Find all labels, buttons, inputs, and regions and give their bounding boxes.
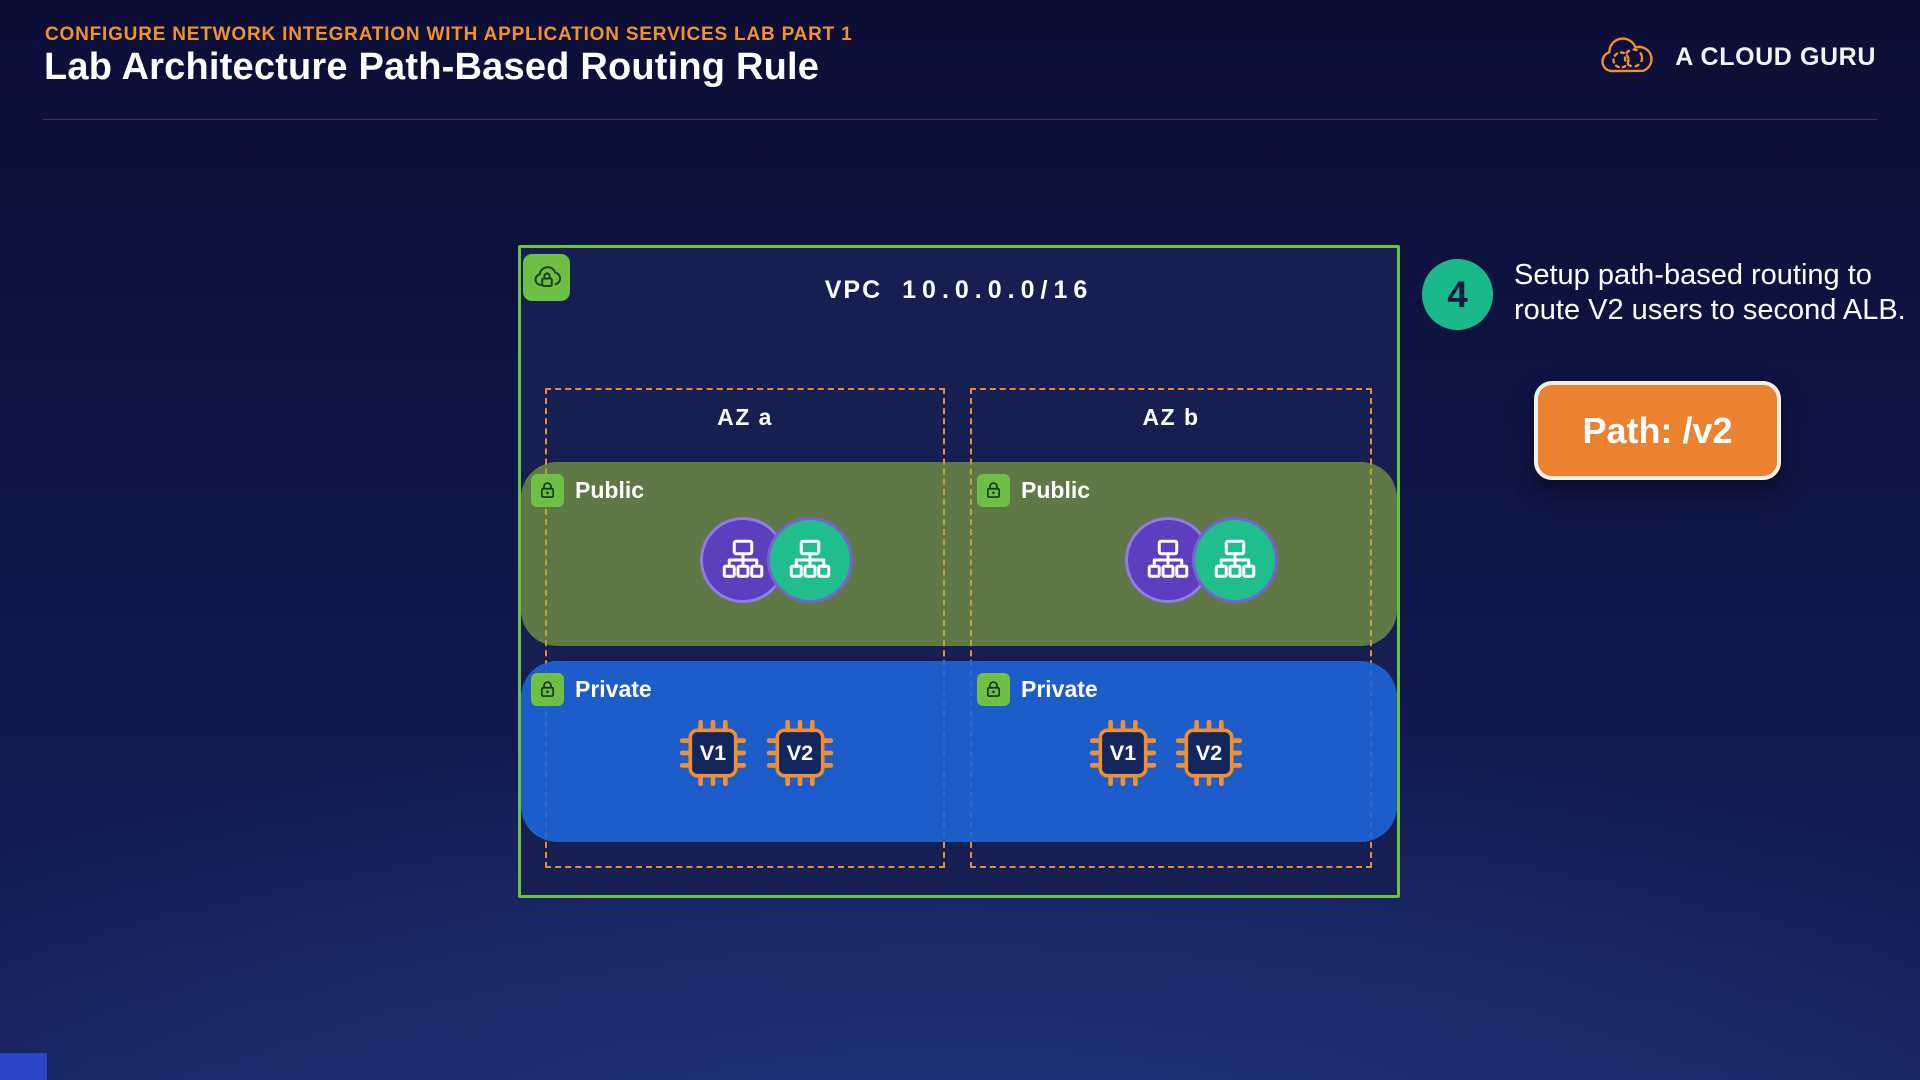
vpc-box: VPC 10.0.0.0/16 AZ a AZ b Public — [518, 245, 1400, 898]
cloud-icon — [1601, 37, 1653, 73]
public-subnet-band: Public Public — [521, 462, 1397, 646]
alb-pair-az-a — [700, 517, 853, 603]
instance-chip: V2 — [767, 720, 833, 786]
public-subnet-tag-az-a: Public — [531, 474, 644, 507]
vpc-cloud-lock-icon — [523, 254, 570, 301]
step-badge: 4 — [1422, 259, 1493, 330]
instance-chip: V1 — [1090, 720, 1156, 786]
subnet-label: Public — [1021, 477, 1091, 503]
chip-label: V2 — [1196, 740, 1222, 765]
vpc-title: VPC 10.0.0.0/16 — [521, 276, 1397, 305]
brand-name: A CLOUD GURU — [1675, 42, 1876, 71]
lab-kicker: CONFIGURE NETWORK INTEGRATION WITH APPLI… — [45, 24, 853, 45]
lock-icon — [977, 673, 1010, 706]
lock-icon — [977, 474, 1010, 507]
bottom-left-accent — [0, 1053, 47, 1080]
az-b-label: AZ b — [1142, 404, 1200, 430]
lock-icon — [531, 474, 564, 507]
chip-label: V2 — [787, 740, 813, 765]
chip-label: V1 — [1110, 740, 1136, 765]
instance-chip: V2 — [1176, 720, 1242, 786]
private-subnet-tag-az-a: Private — [531, 673, 652, 706]
instance-chip: V1 — [680, 720, 746, 786]
load-balancer-icon — [767, 517, 853, 603]
private-subnet-band: Private Private V1 — [521, 661, 1397, 842]
vpc-cidr: 10.0.0.0/16 — [902, 276, 1094, 304]
az-a-label: AZ a — [717, 404, 773, 430]
step-number: 4 — [1447, 273, 1468, 315]
header-divider — [43, 119, 1877, 120]
chip-label: V1 — [700, 740, 726, 765]
subnet-label: Public — [575, 477, 645, 503]
vpc-label: VPC — [824, 276, 883, 304]
private-subnet-tag-az-b: Private — [977, 673, 1098, 706]
brand: A CLOUD GURU — [1595, 34, 1876, 80]
alb-pair-az-b — [1125, 517, 1278, 603]
subnet-label: Private — [1021, 676, 1098, 702]
lock-icon — [531, 673, 564, 706]
subnet-label: Private — [575, 676, 652, 702]
public-subnet-tag-az-b: Public — [977, 474, 1090, 507]
path-v2-button: Path: /v2 — [1534, 381, 1781, 480]
page-title: Lab Architecture Path-Based Routing Rule — [44, 46, 820, 88]
step-text: Setup path-based routing to route V2 use… — [1514, 259, 1906, 326]
load-balancer-icon — [1192, 517, 1278, 603]
